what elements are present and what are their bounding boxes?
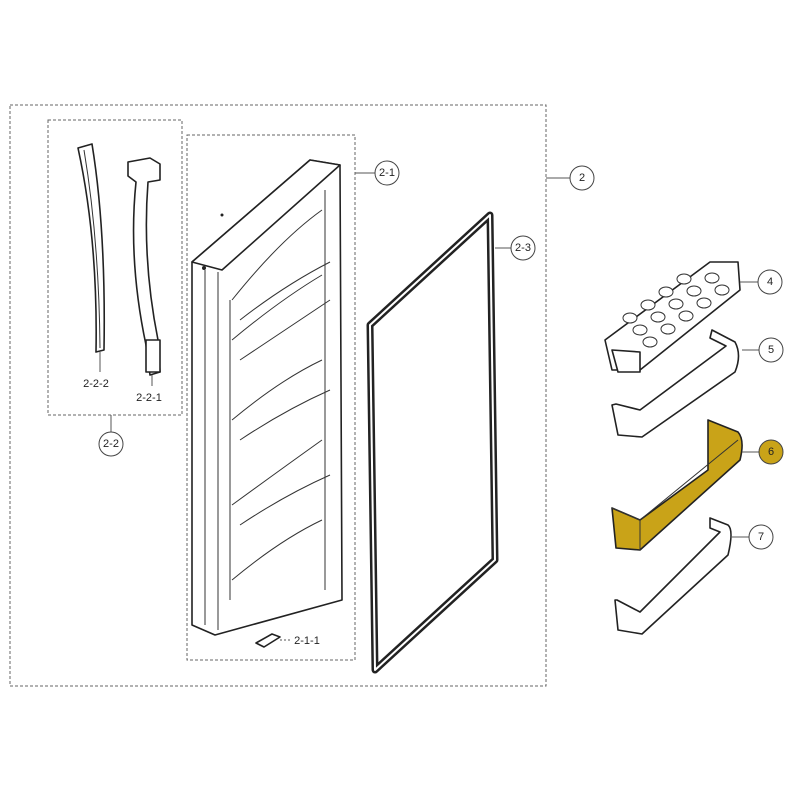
callout-2-2[interactable]: 2-2 [98, 431, 124, 457]
handle-cap-part[interactable] [77, 143, 106, 353]
door-guard-middle-part[interactable] [611, 419, 743, 551]
svg-text:2-2: 2-2 [103, 438, 119, 450]
leader-lines [99, 172, 759, 641]
svg-text:2-3: 2-3 [515, 242, 531, 254]
callout-6[interactable]: 6 [758, 439, 784, 465]
svg-text:7: 7 [758, 531, 764, 543]
hinge-small-part[interactable] [255, 633, 281, 648]
callout-5[interactable]: 5 [758, 337, 784, 363]
assembly-group-box [9, 104, 547, 687]
callout-4[interactable]: 4 [757, 269, 783, 295]
svg-text:4: 4 [767, 276, 773, 288]
callout-2-3[interactable]: 2-3 [510, 235, 536, 261]
svg-text:2-1: 2-1 [379, 167, 395, 179]
svg-text:6: 6 [768, 446, 774, 458]
handle-part[interactable] [127, 157, 161, 376]
label-2-2-2[interactable]: 2-2-2 [83, 378, 109, 390]
door-part[interactable] [191, 159, 343, 636]
door-guard-lower-part[interactable] [614, 517, 732, 635]
door-group-box [186, 134, 356, 661]
callout-2[interactable]: 2 [569, 165, 595, 191]
egg-tray-part[interactable] [604, 261, 741, 373]
gasket-part[interactable] [366, 211, 499, 674]
callout-7[interactable]: 7 [748, 524, 774, 550]
label-2-1-1[interactable]: 2-1-1 [294, 635, 320, 647]
handle-group-box [47, 119, 183, 416]
svg-text:5: 5 [768, 344, 774, 356]
callout-2-1[interactable]: 2-1 [374, 160, 400, 186]
svg-text:2: 2 [579, 172, 585, 184]
door-guard-upper-part[interactable] [611, 329, 740, 438]
label-2-2-1[interactable]: 2-2-1 [136, 392, 162, 404]
